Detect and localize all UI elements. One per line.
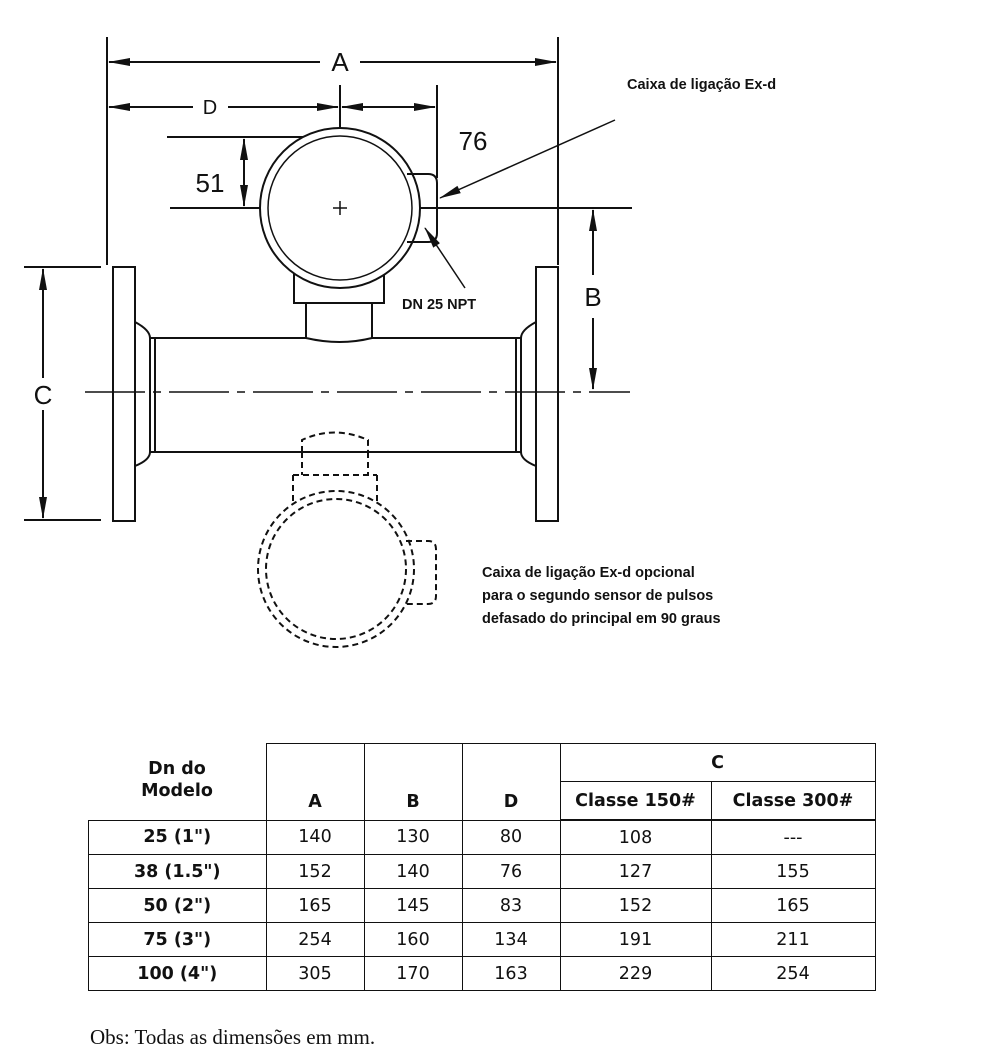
cell-a: 165 [265,888,365,923]
cell-b: 170 [363,956,463,991]
cell-b: 160 [363,922,463,957]
dimension-c: C [34,268,53,519]
dimension-51-label: 51 [196,168,225,198]
dimension-76-label: 76 [459,126,488,156]
dimension-51: 51 [196,138,248,207]
cell-model: 100 (4") [88,956,267,991]
table-header-row: Dn do Modelo A B D C [88,743,876,821]
optional-box-callout-line-1: Caixa de ligação Ex-d opcional [482,565,695,581]
cell-model: 75 (3") [88,922,267,957]
cell-d: 163 [461,956,561,991]
table-row: 25 (1") 140 130 80 108 --- [88,819,876,855]
col-header-c300: Classe 300# [710,781,876,821]
dimension-76: 76 [341,103,488,156]
callout-leaders [424,119,616,289]
dimension-b: B [584,209,602,390]
table-row: 38 (1.5") 152 140 76 127 155 [88,854,876,889]
cell-c150: 127 [559,854,712,889]
cell-d: 134 [461,922,561,957]
col-header-model-line-2: Modelo [141,780,213,801]
col-header-a: A [265,743,365,821]
cell-a: 152 [265,854,365,889]
col-header-model: Dn do Modelo [88,743,267,820]
dimension-drawing: A D 76 51 B C [24,37,776,648]
dimensions-table: Dn do Modelo A B D C Classe 150# Classe … [88,743,876,991]
cell-b: 145 [363,888,463,923]
cell-c300: 155 [710,854,876,889]
cell-c300: 165 [710,888,876,923]
cell-a: 140 [265,819,365,855]
optional-junction-box [257,431,437,648]
col-header-c150: Classe 150# [559,781,712,821]
optional-box-callout-line-3: defasado do principal em 90 graus [482,611,721,627]
dimension-b-label: B [584,282,601,312]
table-row: 100 (4") 305 170 163 229 254 [88,956,876,991]
cell-d: 80 [461,819,561,855]
junction-box-center-mark [333,201,347,215]
table-subheader-row: Classe 150# Classe 300# [89,781,876,821]
table-row: 50 (2") 165 145 83 152 165 [88,888,876,923]
dimension-a: A [108,47,557,77]
dimension-c-label: C [34,380,53,410]
flowmeter-pipe [112,266,559,522]
cell-d: 83 [461,888,561,923]
cell-c150: 191 [559,922,712,957]
cell-a: 254 [265,922,365,957]
cell-b: 130 [363,819,463,855]
dimension-d-label: D [203,97,217,119]
cell-b: 140 [363,854,463,889]
col-header-model-line-1: Dn do [148,758,206,779]
cell-c150: 229 [559,956,712,991]
col-header-b: B [363,743,463,821]
dimension-a-label: A [331,47,349,77]
cell-a: 305 [265,956,365,991]
cell-c300: 211 [710,922,876,957]
dimensions-note: Obs: Todas as dimensões em mm. [90,1025,376,1049]
junction-box-callout: Caixa de ligação Ex-d [627,77,776,93]
cell-c150: 108 [559,819,712,855]
cell-c300: --- [710,819,876,855]
table-row: 75 (3") 254 160 134 191 211 [88,922,876,957]
cell-model: 50 (2") [88,888,267,923]
cell-c300: 254 [710,956,876,991]
optional-box-callout-line-2: para o segundo sensor de pulsos [482,588,713,604]
dimension-d: D [108,97,339,119]
cell-model: 38 (1.5") [88,854,267,889]
cell-c150: 152 [559,888,712,923]
cell-d: 76 [461,854,561,889]
conduit-callout: DN 25 NPT [402,297,476,313]
col-header-c: C [559,743,876,782]
col-header-d: D [461,743,561,821]
cell-model: 25 (1") [88,819,267,855]
